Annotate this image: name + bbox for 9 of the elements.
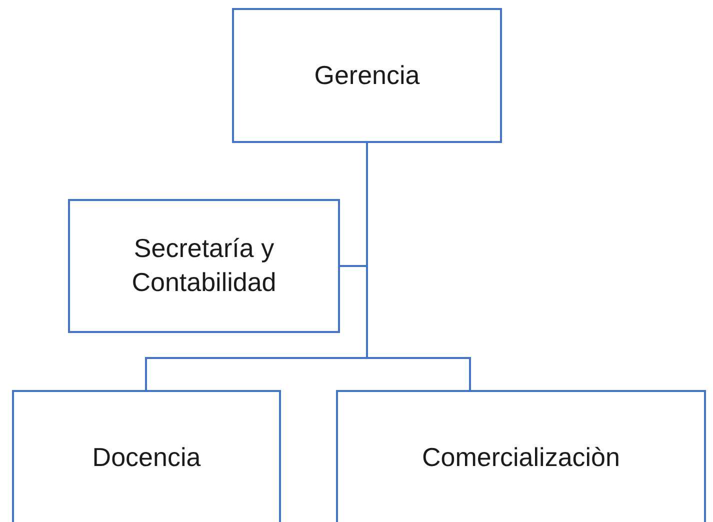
org-box <box>68 199 340 333</box>
connector-line <box>366 143 471 390</box>
box-label: Gerencia <box>313 58 421 92</box>
org-box <box>232 8 502 143</box>
org-box <box>336 390 706 522</box>
org-box <box>12 390 281 522</box>
box-label: Docencia <box>91 441 202 474</box>
box-label: Comercializaciòn <box>421 441 621 474</box>
box-label: Secretaría y Contabilidad <box>130 232 278 299</box>
